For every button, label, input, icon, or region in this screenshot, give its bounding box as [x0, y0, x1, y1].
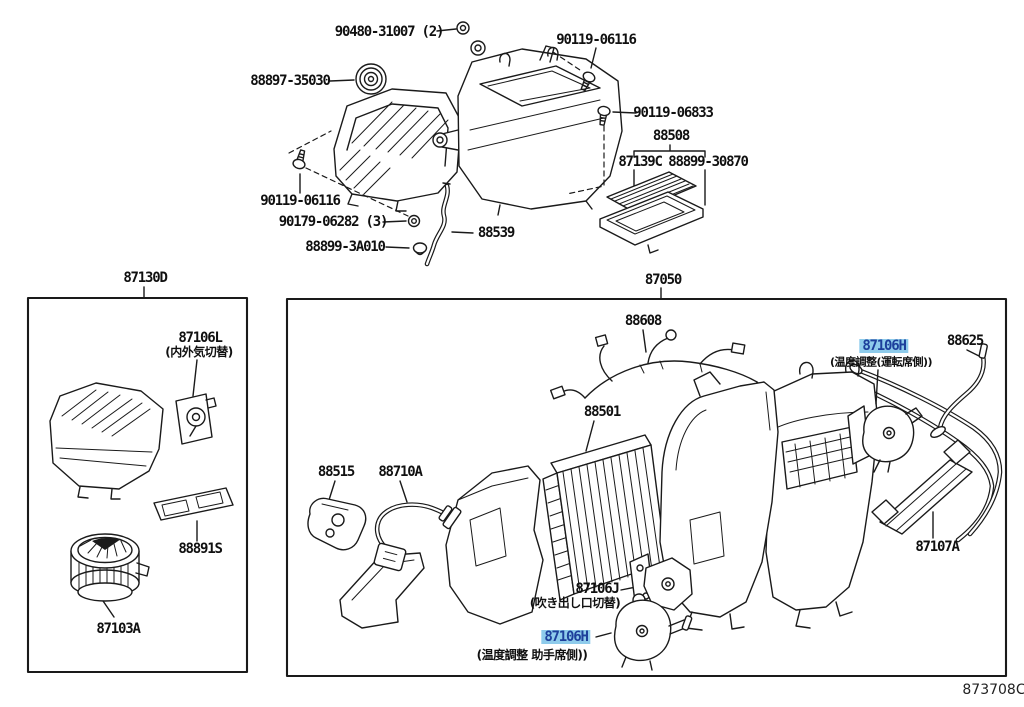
part-sublabel-temp-servo-passenger: (温度調整 助手席側)): [476, 648, 588, 662]
part-link-temp-servo-driver[interactable]: 87106H: [859, 339, 909, 353]
mode-duct-sketch: [339, 465, 544, 629]
water-pipe-sketch: [373, 480, 462, 572]
seal-ring-sketch: [329, 63, 387, 95]
part-label-blower-motor: 87103A: [96, 621, 141, 637]
heater-core-sketch: [871, 439, 973, 539]
part-label-link-rod: 88539: [477, 225, 515, 241]
main-box-frame: [285, 287, 1008, 678]
link-rod-sketch: [424, 182, 474, 267]
part-label-radiator-assy: 87050: [644, 272, 682, 288]
diagram-code: 873708C: [962, 682, 1024, 698]
part-label-mode-servo: 87106J: [575, 581, 620, 597]
part-sublabel-temp-servo-driver: (温度調整(運転席側)): [829, 355, 933, 369]
blower-motor-sketch: [70, 533, 150, 618]
bolt-icons: [288, 47, 637, 217]
filter-case-sketch: [599, 191, 704, 254]
part-label-grommets: 90480-31007 (2): [334, 24, 445, 40]
capillary-wire-sketch: [930, 343, 988, 438]
part-label-clamp: 88515: [317, 464, 355, 480]
cabin-filter-sketch: [606, 144, 706, 213]
part-label-heater-core: 87107A: [915, 539, 960, 555]
part-label-filter-assy: 88508: [652, 128, 690, 144]
part-sublabel-mode-servo: (吹き出し口切替): [529, 596, 621, 610]
temp-servo-driver-sketch: [847, 369, 923, 473]
mode-servo-sketch: [620, 553, 693, 611]
part-label-bolt-left: 90119-06116: [260, 193, 341, 209]
part-label-bolt-side: 90119-06833: [633, 105, 714, 121]
part-label-capillary-wire: 88625: [946, 333, 984, 349]
part-label-bolt-top-right: 90119-06116: [556, 32, 637, 48]
heater-pipes-sketch: [841, 363, 1003, 543]
part-label-filter: 87139C: [618, 154, 663, 170]
hvac-case-sketch: [659, 359, 879, 631]
part-label-blower-assy: 87130D: [123, 270, 168, 286]
clamp-sketch: [307, 480, 367, 551]
part-label-intake-servo: 87106L: [178, 330, 223, 346]
part-link-temp-servo-passenger[interactable]: 87106H: [541, 630, 591, 644]
resistor-sketch: [153, 487, 234, 542]
part-label-harness: 88608: [624, 313, 662, 329]
part-label-resistor: 88891S: [178, 541, 223, 557]
part-sublabel-intake-servo: (内外気切替): [165, 345, 233, 359]
evaporator-sketch: [542, 420, 667, 601]
part-label-pipe: 88710A: [378, 464, 423, 480]
part-label-filter-case: 88899-30870: [668, 154, 749, 170]
temp-servo-passenger-sketch: [595, 593, 693, 671]
blower-box-frame: [26, 286, 249, 674]
intake-servo-sketch: [175, 359, 217, 445]
clip-icon: [385, 242, 428, 256]
part-label-seal-ring: 88897-35030: [250, 73, 331, 89]
nut-icon: [382, 214, 421, 228]
grommet-icons: [436, 21, 486, 56]
part-label-evaporator: 88501: [583, 404, 621, 420]
part-label-clip: 88899-3A010: [305, 239, 386, 255]
part-label-nut: 90179-06282 (3): [278, 214, 389, 230]
blower-intake-sketch: [49, 382, 164, 500]
